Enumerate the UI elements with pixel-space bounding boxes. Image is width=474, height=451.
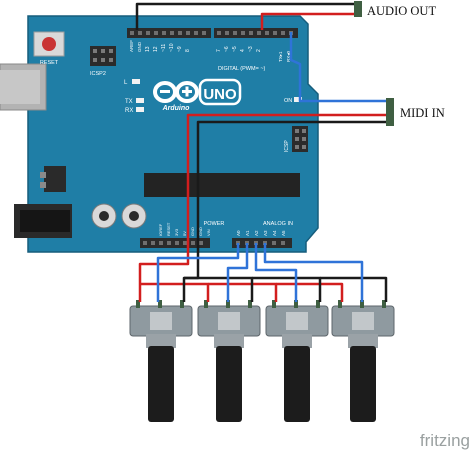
icsp-header <box>292 126 308 152</box>
wire-a1 <box>226 243 249 302</box>
reset-button <box>33 31 65 57</box>
power-header <box>140 238 210 248</box>
pin-label-d8: 8 <box>185 49 191 52</box>
pin-label-a5: A5 <box>281 230 286 236</box>
pin-label-aref: AREF <box>129 40 134 52</box>
analog-header <box>232 238 292 248</box>
potentiometer-4 <box>331 300 395 422</box>
led-on-label: ON <box>284 98 292 104</box>
pin-label-a2: A2 <box>254 230 259 236</box>
analog-in-label: ANALOG IN <box>263 221 293 227</box>
potentiometer-2 <box>197 300 261 422</box>
digital-label: DIGITAL (PWM= ~) <box>218 66 266 72</box>
wire-midi-gnd <box>196 120 388 243</box>
atmega-chip <box>144 173 300 197</box>
led-rx-label: RX <box>125 108 133 114</box>
audio-out-connector <box>354 1 362 17</box>
pin-label-vin: VIN <box>206 229 211 236</box>
icsp2-header <box>90 46 116 66</box>
pin-label-d10: ~10 <box>169 43 175 52</box>
wires <box>135 2 388 302</box>
model-label: UNO <box>203 86 237 103</box>
icsp2-label: ICSP2 <box>90 71 106 77</box>
pin-label-d11: ~11 <box>161 44 167 52</box>
pin-label-a0: A0 <box>236 230 241 236</box>
wire-midi-rx <box>289 32 388 103</box>
icsp-label: ICSP <box>284 140 290 152</box>
pin-label-5v: 5V <box>182 231 187 236</box>
pin-label-d13: 13 <box>145 46 151 52</box>
pin-label-d5: ~5 <box>232 46 238 52</box>
digital-header-right <box>214 28 298 38</box>
midi-in-connector <box>386 98 394 126</box>
pin-label-gnd-2: GND <box>198 227 203 236</box>
led-on <box>294 97 302 102</box>
brand-label: Arduino <box>162 105 191 112</box>
pin-label-a4: A4 <box>272 230 277 236</box>
pin-label-d7: 7 <box>216 49 222 52</box>
midi-in-label: MIDI IN <box>400 106 445 120</box>
pin-label-gnd: GND <box>137 41 142 52</box>
digital-pin-labels: AREF GND 13 12 ~11 ~10 ~9 8 7 ~6 ~5 4 ~3… <box>129 40 291 62</box>
analog-pin-labels: A0 A1 A2 A3 A4 A5 <box>236 230 286 236</box>
voltage-regulator <box>40 166 66 192</box>
wire-audio-gnd <box>135 2 356 30</box>
pin-label-d3: ~3 <box>248 46 254 52</box>
pin-label-d2: 2 <box>256 49 262 52</box>
power-pin-labels: IOREF RESET 3V3 5V GND GND VIN <box>158 222 211 236</box>
pin-label-a3: A3 <box>263 230 268 236</box>
led-tx <box>136 98 144 103</box>
pin-label-d6: ~6 <box>224 46 230 52</box>
pin-label-ioref: IOREF <box>158 223 163 236</box>
capacitor-2 <box>121 203 147 229</box>
wire-midi-5v <box>186 113 388 243</box>
led-tx-label: TX <box>125 99 133 105</box>
pin-label-rx: RX◂0 <box>286 50 291 62</box>
led-rx <box>136 107 144 112</box>
wire-a0 <box>156 243 240 302</box>
arduino-logo <box>153 78 242 106</box>
potentiometer-3 <box>265 300 329 422</box>
fritzing-logo: fritzing <box>420 431 470 450</box>
reset-label: RESET <box>40 60 59 66</box>
wire-audio-signal <box>260 12 356 30</box>
digital-header-left <box>127 28 211 38</box>
pin-label-tx: TX▸1 <box>278 51 283 62</box>
pin-label-gnd-1: GND <box>190 227 195 236</box>
capacitor-1 <box>91 203 117 229</box>
pin-label-d12: 12 <box>153 46 159 52</box>
pin-label-d9: ~9 <box>177 46 183 52</box>
power-label: POWER <box>204 221 225 227</box>
pin-label-reset: RESET <box>166 222 171 236</box>
wire-a2 <box>254 243 298 302</box>
wire-a3 <box>263 243 364 302</box>
audio-out-label: AUDIO OUT <box>367 4 436 18</box>
pin-label-a1: A1 <box>245 230 250 236</box>
pin-label-d4: 4 <box>240 49 246 52</box>
led-l <box>132 79 140 84</box>
potentiometer-1 <box>129 300 193 422</box>
led-l-label: L <box>124 80 128 86</box>
pin-label-3v3: 3V3 <box>174 228 179 236</box>
arduino-board: RESET ICSP2 AREF GND 13 12 ~11 ~10 ~9 8 <box>0 15 319 253</box>
